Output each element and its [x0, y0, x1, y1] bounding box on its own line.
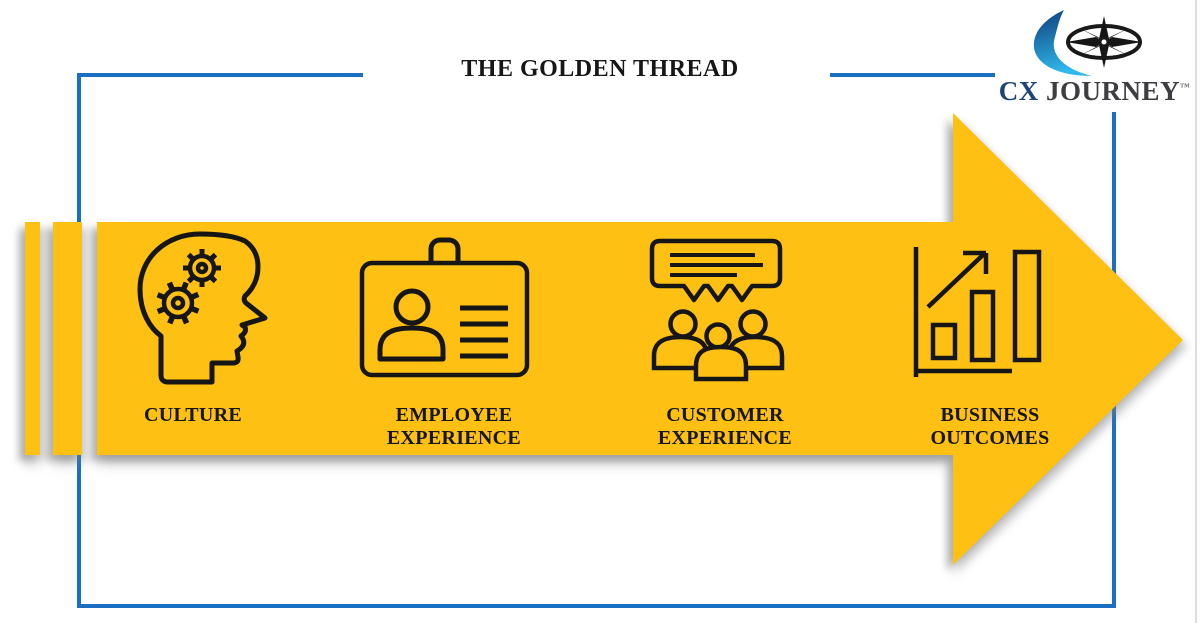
gear-large [156, 281, 200, 325]
arrow-stripe-2 [53, 222, 82, 455]
conversation-people-icon [649, 238, 785, 382]
frame-border-top-right [830, 73, 995, 77]
golden-arrow [25, 113, 1183, 565]
stage-label-line: CULTURE [144, 404, 243, 426]
frame-border-top-left [77, 73, 363, 77]
head-with-gears-icon [137, 231, 268, 385]
stage-label-customer-experience: CUSTOMER EXPERIENCE [625, 404, 825, 450]
stage-label-line: OUTCOMES [930, 427, 1050, 449]
stage-label-line: EMPLOYEE [395, 404, 513, 426]
brand-name-journey: JOURNEY [1045, 76, 1180, 106]
stage-label-line: BUSINESS [940, 404, 1040, 426]
stage-label-line: CUSTOMER [666, 404, 784, 426]
brand-name-cx: CX [998, 76, 1039, 106]
frame-border-bottom [77, 604, 1116, 608]
stage-label-business-outcomes: BUSINESS OUTCOMES [890, 404, 1090, 450]
stage-label-line: EXPERIENCE [386, 427, 522, 449]
page-title: THE GOLDEN THREAD [461, 56, 739, 82]
stage-label-line: EXPERIENCE [657, 427, 793, 449]
trademark-symbol: ™ [1180, 82, 1190, 93]
id-badge-icon [359, 237, 530, 378]
stage-label-culture: CULTURE [144, 404, 274, 427]
stage-label-employee-experience: EMPLOYEE EXPERIENCE [354, 404, 554, 450]
arrow-body [97, 113, 1183, 565]
arrow-stripe-1 [25, 222, 40, 455]
brand-logo: CX JOURNEY™ [955, 76, 1190, 107]
gear-small [183, 249, 221, 287]
page-edge-line [1195, 0, 1197, 623]
growth-chart-icon [913, 247, 1042, 377]
compass-icon [1033, 10, 1142, 76]
